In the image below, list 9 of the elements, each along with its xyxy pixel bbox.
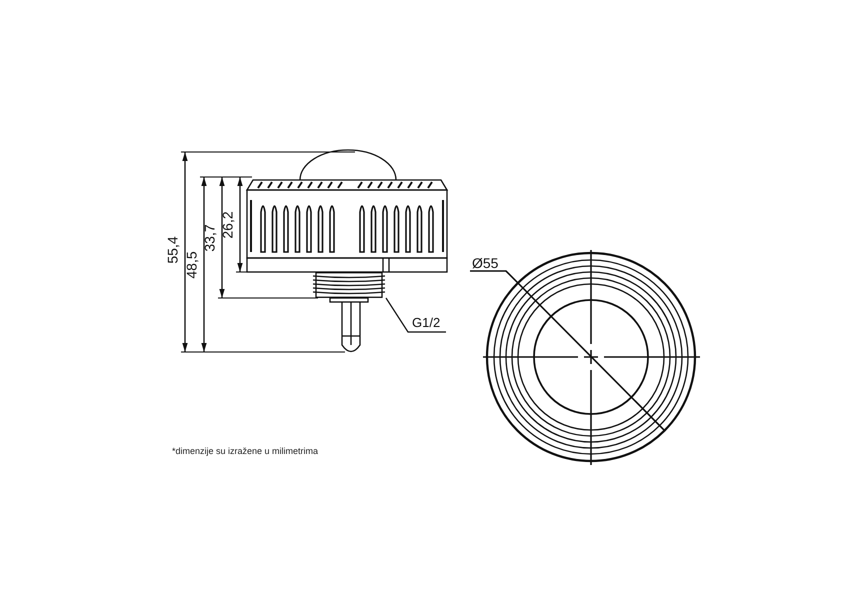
dimension-label: 48,5: [184, 251, 198, 279]
dimension-label: 26,2: [220, 211, 234, 239]
thread-drawing: [312, 272, 386, 298]
diameter-label: Ø55: [472, 256, 498, 270]
dimension-label: 33,7: [202, 224, 216, 252]
leader-line: [386, 298, 446, 333]
footnote: *dimenzije su izražene u milimetrima: [172, 446, 318, 456]
dimension-label: 55,4: [165, 236, 180, 264]
thread-size-label: G1/2: [412, 315, 446, 331]
